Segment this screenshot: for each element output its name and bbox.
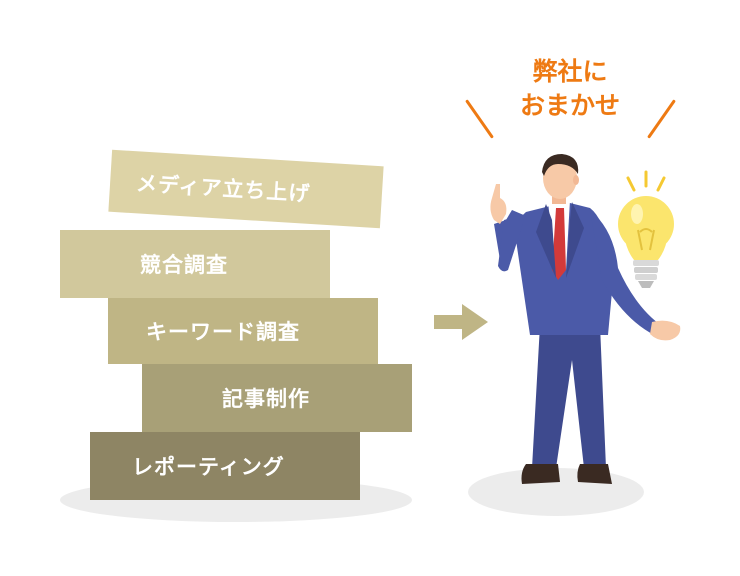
businessman-illustration xyxy=(490,154,681,484)
light-bulb-icon xyxy=(618,170,674,288)
block-competitor-research-label: 競合調査 xyxy=(140,253,228,277)
block-competitor-research: 競合調査 xyxy=(60,230,330,298)
callout-line2: おまかせ xyxy=(519,91,620,120)
callout-line1: 弊社に xyxy=(532,57,608,86)
block-keyword-research: キーワード調査 xyxy=(108,298,378,364)
block-reporting: レポーティング xyxy=(90,432,360,500)
block-article-production: 記事制作 xyxy=(142,364,412,432)
callout-text: 弊社に おまかせ xyxy=(490,55,650,123)
block-keyword-research-label: キーワード調査 xyxy=(146,320,300,344)
block-reporting-label: レポーティング xyxy=(132,455,285,479)
arrow-right-icon xyxy=(434,304,488,340)
callout-right-stroke xyxy=(647,99,676,139)
block-media-launch: メディア立ち上げ xyxy=(108,149,384,229)
block-media-launch-label: メディア立ち上げ xyxy=(135,171,312,206)
block-article-production-label: 記事制作 xyxy=(222,387,310,411)
